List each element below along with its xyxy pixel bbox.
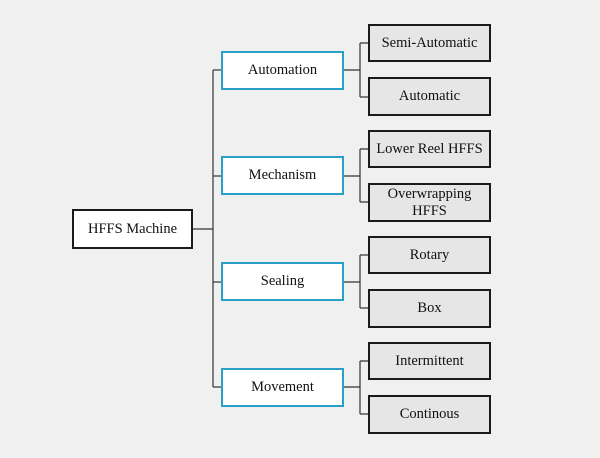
- category-sealing: Sealing: [221, 262, 344, 301]
- connector-automation-branch: [344, 42, 368, 98]
- category-mechanism: Mechanism: [221, 156, 344, 195]
- leaf-continous: Continous: [368, 395, 491, 434]
- root-node: HFFS Machine: [72, 209, 193, 249]
- category-movement: Movement: [221, 368, 344, 407]
- leaf-semi-automatic: Semi-Automatic: [368, 24, 491, 62]
- leaf-box: Box: [368, 289, 491, 328]
- leaf-rotary: Rotary: [368, 236, 491, 274]
- leaf-lower-reel-hffs: Lower Reel HFFS: [368, 130, 491, 168]
- leaf-overwrapping-hffs: Overwrapping HFFS: [368, 183, 491, 222]
- connector-sealing-branch: [344, 254, 368, 309]
- connector-movement-branch: [344, 360, 368, 415]
- category-automation: Automation: [221, 51, 344, 90]
- connector-mechanism-branch: [344, 148, 368, 203]
- leaf-automatic: Automatic: [368, 77, 491, 116]
- leaf-intermittent: Intermittent: [368, 342, 491, 380]
